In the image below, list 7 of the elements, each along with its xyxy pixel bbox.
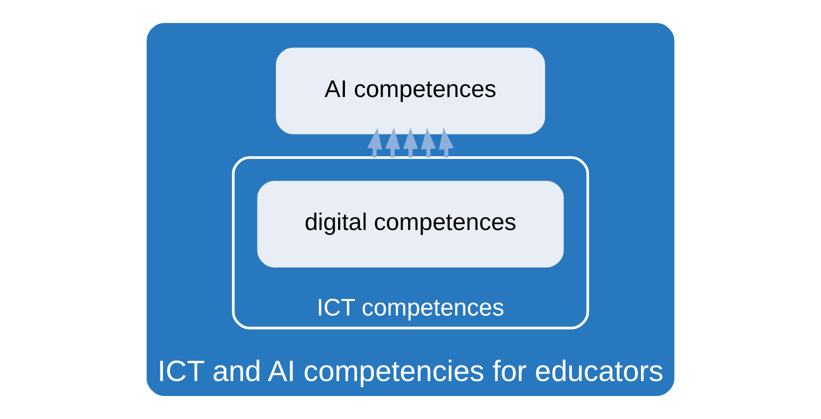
node-box: digital competences: [257, 180, 564, 268]
arrow: [367, 128, 382, 158]
arrow: [403, 128, 418, 158]
arrow: [420, 128, 436, 158]
arrow: [385, 128, 400, 158]
arrow: [438, 128, 454, 158]
node-box: AI competences: [276, 48, 546, 134]
